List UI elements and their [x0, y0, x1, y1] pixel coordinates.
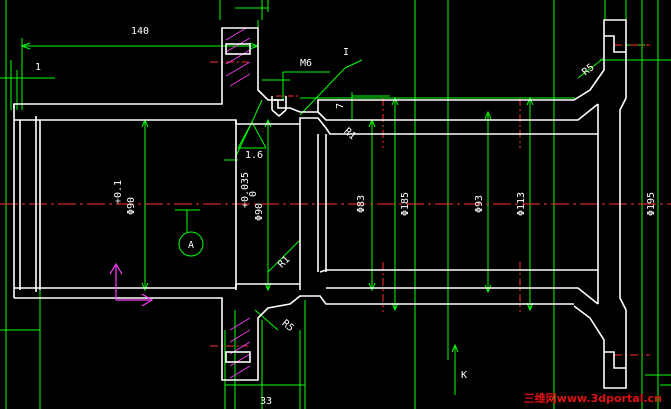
thread-m6: M6 [300, 58, 312, 69]
section-hatching [225, 27, 251, 379]
dia-195: Φ195 [646, 192, 657, 216]
dim-140: 140 [131, 26, 149, 37]
dia-83: Φ83 [356, 195, 367, 213]
dim-7: 7 [335, 103, 346, 109]
datum-a-label: A [188, 240, 194, 251]
dia-113: Φ113 [516, 192, 527, 216]
dia-93: Φ93 [474, 195, 485, 213]
roughness-value: 1.6 [245, 150, 263, 161]
dia-185: Φ185 [400, 192, 411, 216]
ucs-icon [109, 262, 154, 307]
detail-i: I [343, 47, 349, 58]
detail-k: K [461, 370, 467, 381]
part-outline [13, 19, 627, 389]
dia-90: Φ90 [126, 197, 137, 215]
dia-90h-tol-lower: 0 [248, 191, 259, 197]
dia-90h: Φ90 [254, 203, 265, 221]
dim-33: 33 [260, 396, 272, 407]
dia-90-tol: +0.1 [113, 180, 124, 204]
watermark-text: 三维网www.3dportal.cn [524, 391, 662, 405]
dim-1: 1 [35, 62, 41, 73]
dia-90h-tol-upper: +0.035 [240, 172, 251, 208]
